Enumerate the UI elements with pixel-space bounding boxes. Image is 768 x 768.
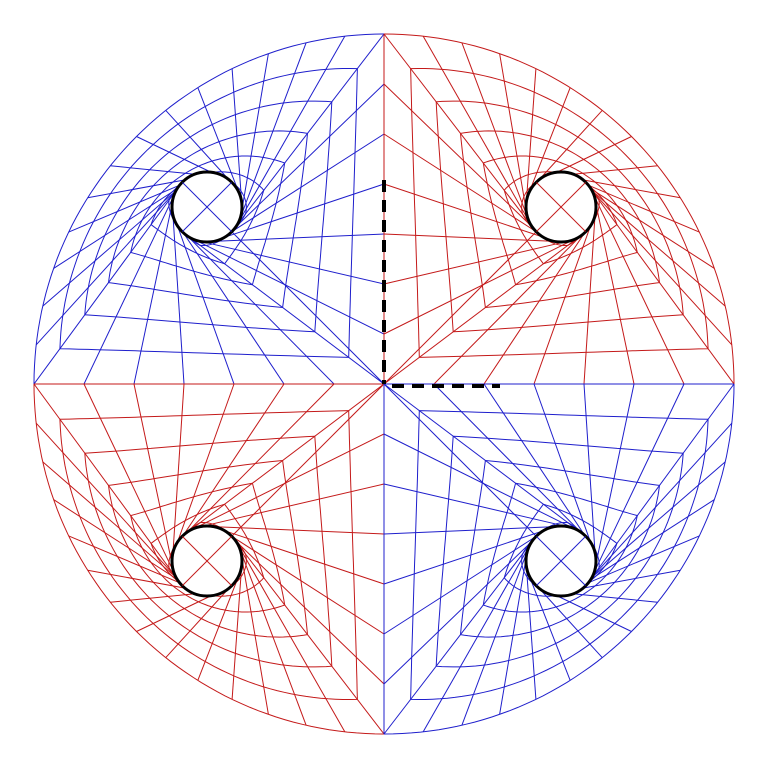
- mesh-ring: [435, 435, 684, 668]
- mesh-spoke: [383, 233, 565, 243]
- mesh-spoke: [590, 383, 685, 580]
- mesh-diagonal: [383, 206, 562, 385]
- mesh-spoke: [239, 549, 307, 726]
- hole-cross-line: [182, 182, 232, 232]
- mesh-spoke: [83, 188, 178, 385]
- mesh-spoke: [231, 536, 385, 735]
- mesh-spoke: [499, 557, 527, 715]
- mesh-ring: [459, 460, 661, 638]
- mesh-spoke: [585, 383, 735, 586]
- mesh-spoke: [203, 525, 385, 535]
- mesh-ring: [435, 100, 684, 333]
- mesh-spoke: [461, 549, 529, 726]
- hole-cross: [182, 182, 232, 232]
- mesh-spoke: [383, 536, 537, 735]
- mesh-spoke: [236, 35, 346, 226]
- mesh-spoke: [593, 195, 635, 385]
- mesh-spoke: [383, 236, 580, 335]
- mesh-spoke: [171, 383, 185, 565]
- mesh-ring: [482, 155, 638, 286]
- mesh-spoke: [182, 231, 385, 385]
- mesh-spoke: [383, 33, 537, 232]
- mesh-spoke: [383, 239, 573, 285]
- mesh-ring: [107, 460, 309, 638]
- hole-cross: [536, 536, 586, 586]
- mesh-ring: [59, 68, 358, 358]
- hole-cross-line: [536, 182, 586, 232]
- symmetry-markers: [382, 180, 500, 388]
- mesh-spoke: [188, 236, 385, 335]
- holes: [170, 170, 598, 598]
- mesh-ring: [459, 130, 661, 308]
- mesh-spoke: [241, 557, 269, 715]
- mesh-block-bottom-left: [33, 383, 385, 735]
- hole-cross: [182, 536, 232, 586]
- mesh-ring: [410, 68, 709, 358]
- mesh-spoke: [231, 33, 385, 232]
- mesh-diagonal: [383, 383, 562, 562]
- mesh-spoke: [593, 383, 635, 573]
- mesh-spoke: [422, 35, 532, 226]
- mesh-ring: [107, 130, 309, 308]
- mesh-ring: [130, 155, 286, 286]
- mesh-ring: [84, 100, 333, 333]
- hole-cross: [536, 182, 586, 232]
- mesh-spoke: [383, 433, 580, 532]
- mesh-diagonal: [206, 206, 385, 385]
- mesh-spoke: [583, 203, 597, 385]
- mesh-spoke: [383, 231, 586, 385]
- mesh-ring: [59, 410, 358, 700]
- mesh-spoke: [133, 195, 175, 385]
- mesh-spoke: [83, 383, 178, 580]
- mesh-spoke: [188, 433, 385, 532]
- mesh-spoke: [583, 383, 597, 565]
- mesh-spoke: [499, 53, 527, 211]
- mesh-spoke: [236, 542, 346, 733]
- mesh-spoke: [195, 483, 385, 529]
- mesh-diagonal: [206, 383, 385, 562]
- mesh-spoke: [239, 42, 307, 219]
- mesh-ring: [130, 482, 286, 613]
- mesh-outer-arc: [383, 383, 735, 735]
- mesh-spoke: [461, 42, 529, 219]
- hole-cross-line: [536, 536, 586, 586]
- mesh-spoke: [203, 233, 385, 243]
- mesh-spoke: [585, 182, 735, 385]
- hole-cross-line: [182, 536, 232, 586]
- mesh-spoke: [33, 383, 183, 586]
- mesh-spoke: [33, 182, 183, 385]
- mesh-spoke: [590, 188, 685, 385]
- mesh-spoke: [383, 383, 586, 537]
- mesh-spoke: [241, 53, 269, 211]
- mesh-spoke: [195, 239, 385, 285]
- mesh-ring: [482, 482, 638, 613]
- mesh-spoke: [383, 483, 573, 529]
- mesh-outer-arc: [383, 33, 735, 385]
- mesh-spoke: [422, 542, 532, 733]
- mesh-ring: [84, 435, 333, 668]
- mesh-ring: [410, 410, 709, 700]
- mesh-spoke: [182, 383, 385, 537]
- mesh-spoke: [133, 383, 175, 573]
- mesh-outer-arc: [33, 383, 385, 735]
- mesh-outer-arc: [33, 33, 385, 385]
- mesh-spoke: [383, 525, 565, 535]
- mesh-spoke: [171, 203, 185, 385]
